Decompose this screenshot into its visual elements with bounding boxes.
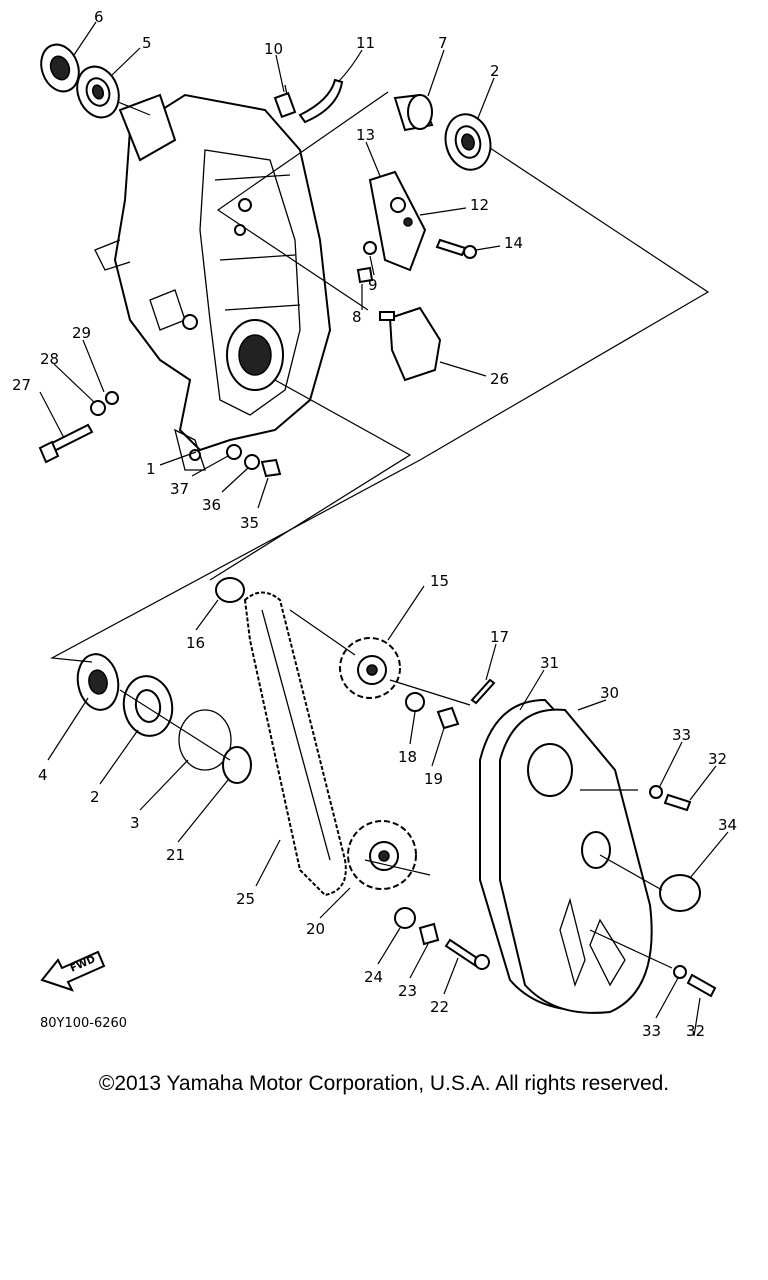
callout-22: 22 [430,998,449,1016]
callout-29: 29 [72,324,91,342]
callout-7: 7 [438,34,448,52]
breather-hose-11 [298,78,344,124]
circlip-3 [178,709,232,771]
tensioner-plate-12-13 [368,170,427,272]
assembly-lines [49,91,710,969]
breather-fitting-10 [273,84,297,119]
bolt-32-washer-33-lower [673,965,717,998]
drive-chain-25 [243,591,347,897]
sprocket-15 [339,637,401,699]
washer-18-nut-19-pin-17 [405,678,496,730]
callout-6: 6 [94,8,104,26]
callout-17: 17 [490,628,509,646]
callout-18: 18 [398,748,417,766]
callout-15: 15 [430,572,449,590]
callout-20: 20 [306,920,325,938]
callout-31: 31 [540,654,559,672]
callout-leaders [39,21,729,1037]
callout-23: 23 [398,982,417,1000]
callout-27: 27 [12,376,31,394]
bolt-27-nut-28-washer-29 [38,391,119,464]
callout-32-lower: 32 [686,1022,705,1040]
sprocket-20 [347,820,417,890]
callout-12: 12 [470,196,489,214]
callout-28: 28 [40,350,59,368]
callout-34: 34 [718,816,737,834]
bearing-4 [76,653,120,711]
callout-33-upper: 33 [672,726,691,744]
callout-37: 37 [170,480,189,498]
callout-3: 3 [130,814,140,832]
callout-33-lower: 33 [642,1022,661,1040]
callout-19: 19 [424,770,443,788]
callout-2-lower: 2 [90,788,100,806]
bearing-2-lower [122,675,174,737]
cap-34 [659,874,701,912]
callout-11: 11 [356,34,375,52]
callout-35: 35 [240,514,259,532]
collar-21 [222,746,252,784]
callout-26: 26 [490,370,509,388]
callout-36: 36 [202,496,221,514]
callout-numbers: 6 5 10 11 7 2 13 12 14 9 8 26 29 28 27 1… [12,8,737,1040]
collar-16 [215,577,245,603]
callout-24: 24 [364,968,383,986]
bearing-5 [76,65,120,119]
washer-24-nut-23-bolt-22 [394,907,490,970]
callout-32-upper: 32 [708,750,727,768]
callout-30: 30 [600,684,619,702]
copyright-notice: ©2013 Yamaha Motor Corporation, U.S.A. A… [98,1072,670,1095]
part-code-label: 80Y100-6260 [40,1016,128,1031]
fwd-arrow-icon: FWD [40,950,106,992]
bolt-14 [435,238,477,259]
callout-9: 9 [368,276,378,294]
bolt-9-washer-8 [356,241,377,284]
bolt-32-washer-33-upper [649,785,692,812]
bearing-2-upper [444,113,492,171]
callout-5: 5 [142,34,152,52]
callout-14: 14 [504,234,523,252]
callout-21: 21 [166,846,185,864]
callout-10: 10 [264,40,283,58]
callout-25: 25 [236,890,255,908]
callout-4: 4 [38,766,48,784]
callout-16: 16 [186,634,205,652]
callout-13: 13 [356,126,375,144]
chain-case-housing [94,93,332,471]
chain-case-cover-30-gasket-31 [479,698,653,1014]
oil-seal-6 [40,43,80,93]
tensioner-block-26 [379,306,442,382]
callout-8: 8 [352,308,362,326]
callout-2: 2 [490,62,500,80]
washer-37-36-nut-35 [226,444,282,478]
collar-7 [393,93,434,132]
exploded-parts-diagram: 6 5 10 11 7 2 13 12 14 9 8 26 29 28 27 1… [12,8,737,1040]
callout-1: 1 [146,460,156,478]
